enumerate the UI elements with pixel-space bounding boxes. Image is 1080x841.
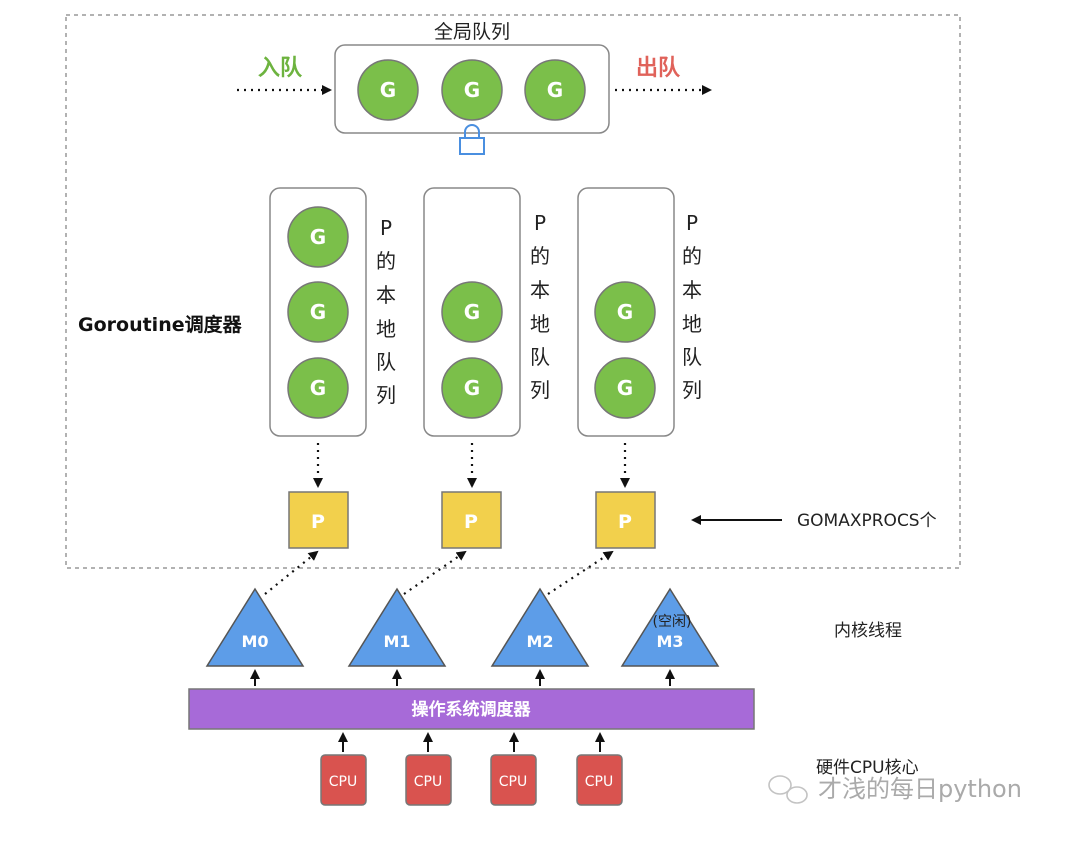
wechat-icon — [768, 775, 808, 804]
local-goroutine: G — [287, 357, 349, 419]
svg-text:P: P — [618, 511, 632, 533]
threads-label: 内核线程 — [834, 621, 902, 641]
svg-text:G: G — [464, 300, 480, 324]
global-goroutine: G — [441, 59, 503, 121]
lock-icon — [459, 124, 485, 155]
svg-text:本: 本 — [682, 278, 702, 302]
local-goroutine: G — [287, 206, 349, 268]
svg-text:G: G — [310, 376, 326, 400]
thread-m3: (空闲) M3 — [620, 587, 720, 667]
svg-text:P: P — [380, 216, 392, 240]
scheduler-label: Goroutine调度器 — [78, 313, 243, 336]
local-queue-label: P 的 本 地 队 列 — [376, 216, 396, 407]
svg-text:队: 队 — [376, 350, 396, 374]
processor-p: P — [441, 491, 502, 549]
local-queue-label: P 的 本 地 队 列 — [530, 211, 550, 402]
thread-m0: M0 — [205, 587, 305, 667]
svg-text:列: 列 — [682, 378, 702, 402]
svg-text:CPU: CPU — [329, 774, 357, 790]
svg-text:G: G — [464, 376, 480, 400]
svg-text:M1: M1 — [383, 632, 410, 651]
cpu-core: CPU — [490, 754, 537, 806]
svg-text:队: 队 — [682, 345, 702, 369]
svg-text:CPU: CPU — [585, 774, 613, 790]
svg-text:地: 地 — [376, 317, 396, 341]
svg-text:M3: M3 — [656, 632, 683, 651]
svg-text:列: 列 — [376, 383, 396, 407]
local-goroutine: G — [441, 357, 503, 419]
svg-text:地: 地 — [682, 312, 702, 336]
svg-text:地: 地 — [530, 312, 550, 336]
svg-text:G: G — [547, 78, 563, 102]
thread-to-p-link — [264, 550, 319, 595]
dequeue-label: 出队 — [636, 56, 681, 81]
svg-text:的: 的 — [682, 244, 702, 268]
svg-text:P: P — [534, 211, 546, 235]
svg-text:P: P — [686, 211, 698, 235]
idle-note: (空闲) — [653, 614, 692, 630]
svg-text:队: 队 — [530, 345, 550, 369]
svg-text:CPU: CPU — [414, 774, 442, 790]
global-queue-title: 全局队列 — [434, 21, 510, 43]
svg-text:的: 的 — [376, 249, 396, 273]
cpu-core: CPU — [405, 754, 452, 806]
enqueue-label: 入队 — [258, 56, 303, 81]
scheduler-boundary — [65, 14, 961, 569]
svg-text:操作系统调度器: 操作系统调度器 — [412, 699, 532, 720]
svg-text:G: G — [617, 376, 633, 400]
local-goroutine: G — [594, 281, 656, 343]
svg-text:CPU: CPU — [499, 774, 527, 790]
svg-text:M2: M2 — [526, 632, 553, 651]
os-scheduler-bar: 操作系统调度器 — [188, 688, 755, 730]
svg-text:列: 列 — [530, 378, 550, 402]
processor-p: P — [288, 491, 349, 549]
cpu-core: CPU — [320, 754, 367, 806]
cpu-core: CPU — [576, 754, 623, 806]
svg-text:G: G — [310, 300, 326, 324]
thread-m2: M2 — [490, 587, 590, 667]
global-goroutine: G — [524, 59, 586, 121]
local-goroutine: G — [441, 281, 503, 343]
thread-to-p-link — [547, 550, 614, 595]
svg-text:G: G — [380, 78, 396, 102]
svg-text:的: 的 — [530, 244, 550, 268]
svg-text:P: P — [464, 511, 478, 533]
svg-text:本: 本 — [530, 278, 550, 302]
global-goroutine: G — [357, 59, 419, 121]
svg-text:本: 本 — [376, 283, 396, 307]
svg-text:P: P — [311, 511, 325, 533]
svg-text:M0: M0 — [241, 632, 268, 651]
local-goroutine: G — [594, 357, 656, 419]
gomaxprocs-label: GOMAXPROCS个 — [797, 511, 937, 531]
watermark-text: 才浅的每日python — [818, 775, 1022, 803]
processor-p: P — [595, 491, 656, 549]
cpu-label: 硬件CPU核心 — [816, 758, 919, 778]
thread-m1: M1 — [347, 587, 447, 667]
local-queue-label: P 的 本 地 队 列 — [682, 211, 702, 402]
svg-text:G: G — [310, 225, 326, 249]
svg-text:G: G — [464, 78, 480, 102]
thread-to-p-link — [403, 550, 467, 595]
svg-text:G: G — [617, 300, 633, 324]
local-goroutine: G — [287, 281, 349, 343]
